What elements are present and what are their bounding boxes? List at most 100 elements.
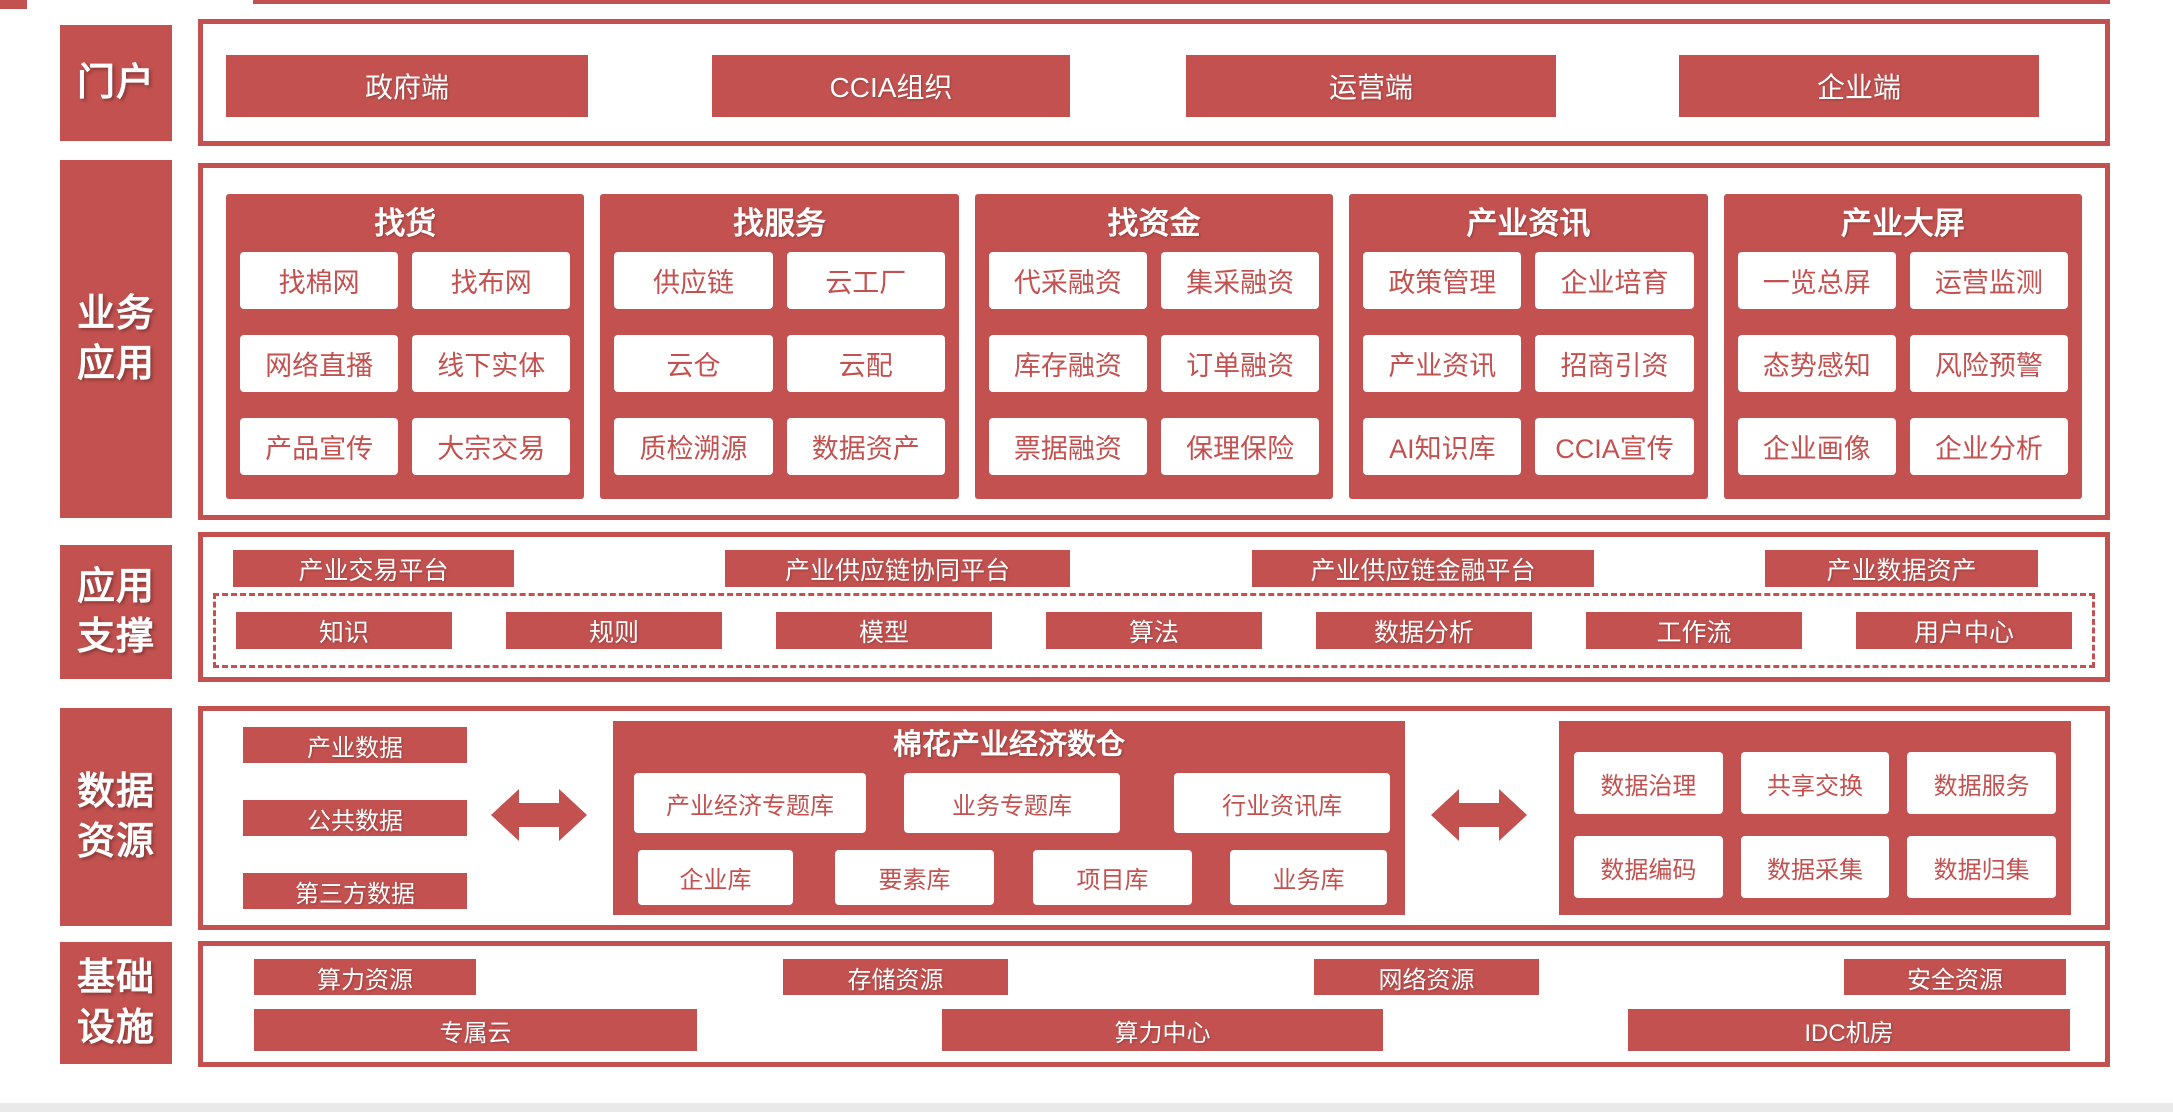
biz-item: 云配 bbox=[786, 335, 945, 392]
biz-item: 保理保险 bbox=[1161, 418, 1320, 475]
top-edge-line bbox=[253, 0, 2110, 4]
biz-item: 票据融资 bbox=[988, 418, 1148, 475]
column-find-services: 找服务 供应链 云工厂 云仓 云配 质检溯源 数据资产 bbox=[600, 194, 959, 499]
top-edge-fragment bbox=[0, 0, 27, 9]
biz-item: 产业资讯 bbox=[1363, 335, 1522, 392]
warehouse-topic-news: 行业资讯库 bbox=[1174, 773, 1390, 833]
capability-knowledge: 知识 bbox=[236, 612, 452, 649]
data-frame: 产业数据 公共数据 第三方数据 棉花产业经济数仓 产业经济专题库 业务专题库 行… bbox=[198, 706, 2110, 930]
biz-item: 数据资产 bbox=[786, 418, 945, 475]
infra-storage-resource: 存储资源 bbox=[783, 959, 1008, 995]
biz-item: 运营监测 bbox=[1909, 252, 2069, 309]
infra-security-resource: 安全资源 bbox=[1844, 959, 2066, 995]
warehouse-topic-economy: 产业经济专题库 bbox=[634, 773, 866, 833]
portal-frame: 政府端 CCIA组织 运营端 企业端 bbox=[198, 19, 2110, 146]
biz-item: 代采融资 bbox=[988, 252, 1148, 309]
column-title: 产业大屏 bbox=[1840, 206, 1965, 241]
column-grid: 代采融资 集采融资 库存融资 订单融资 票据融资 保理保险 bbox=[988, 252, 1320, 475]
biz-item: 找棉网 bbox=[240, 252, 399, 309]
business-columns: 找货 找棉网 找布网 网络直播 线下实体 产品宣传 大宗交易 找服务 供应链 云… bbox=[203, 168, 2105, 515]
capability-workflow: 工作流 bbox=[1586, 612, 1802, 649]
capability-data-analysis: 数据分析 bbox=[1316, 612, 1532, 649]
warehouse-db-enterprise: 企业库 bbox=[638, 850, 793, 905]
source-public-data: 公共数据 bbox=[243, 800, 467, 836]
biz-item: 产品宣传 bbox=[240, 418, 399, 475]
rail-support: 应用 支撑 bbox=[60, 545, 172, 679]
biz-item: 企业画像 bbox=[1737, 418, 1896, 475]
support-frame: 产业交易平台 产业供应链协同平台 产业供应链金融平台 产业数据资产 知识 规则 … bbox=[198, 532, 2110, 682]
column-industry-news: 产业资讯 政策管理 企业培育 产业资讯 招商引资 AI知识库 CCIA宣传 bbox=[1349, 194, 1708, 499]
warehouse-db-business: 业务库 bbox=[1230, 850, 1387, 905]
portal-ccia-block: CCIA组织 bbox=[712, 55, 1070, 117]
biz-item: 质检溯源 bbox=[614, 418, 773, 475]
biz-item: 订单融资 bbox=[1161, 335, 1320, 392]
biz-item: CCIA宣传 bbox=[1535, 418, 1694, 475]
bottom-divider bbox=[0, 1103, 2173, 1112]
platform-finance: 产业供应链金融平台 bbox=[1252, 550, 1594, 587]
rail-business: 业务 应用 bbox=[60, 160, 172, 518]
portal-operator-block: 运营端 bbox=[1186, 55, 1556, 117]
biz-item: 网络直播 bbox=[240, 335, 399, 392]
gov-data-service: 数据服务 bbox=[1907, 752, 2056, 814]
capability-user-center: 用户中心 bbox=[1856, 612, 2072, 649]
gov-data-encoding: 数据编码 bbox=[1574, 836, 1723, 898]
biz-item: 政策管理 bbox=[1363, 252, 1522, 309]
gov-data-collection: 数据采集 bbox=[1740, 836, 1890, 898]
column-find-goods: 找货 找棉网 找布网 网络直播 线下实体 产品宣传 大宗交易 bbox=[226, 194, 585, 499]
column-grid: 政策管理 企业培育 产业资讯 招商引资 AI知识库 CCIA宣传 bbox=[1363, 252, 1694, 475]
column-title: 找货 bbox=[374, 206, 437, 241]
portal-enterprise-block: 企业端 bbox=[1679, 55, 2039, 117]
biz-item: 线下实体 bbox=[412, 335, 571, 392]
rail-infrastructure: 基础 设施 bbox=[60, 942, 172, 1064]
biz-item: 一览总屏 bbox=[1737, 252, 1896, 309]
platform-data-asset: 产业数据资产 bbox=[1765, 550, 2038, 587]
business-frame: 找货 找棉网 找布网 网络直播 线下实体 产品宣传 大宗交易 找服务 供应链 云… bbox=[198, 163, 2110, 520]
capability-rules: 规则 bbox=[506, 612, 722, 649]
biz-item: 风险预警 bbox=[1909, 335, 2069, 392]
capability-dashed-box: 知识 规则 模型 算法 数据分析 工作流 用户中心 bbox=[213, 593, 2095, 668]
rail-portal: 门户 bbox=[60, 25, 172, 141]
biz-item: 大宗交易 bbox=[412, 418, 571, 475]
column-industry-dashboard: 产业大屏 一览总屏 运营监测 态势感知 风险预警 企业画像 企业分析 bbox=[1723, 194, 2083, 499]
biz-item: 招商引资 bbox=[1535, 335, 1694, 392]
warehouse-title: 棉花产业经济数仓 bbox=[892, 729, 1125, 761]
double-arrow-icon bbox=[491, 783, 587, 847]
infra-compute-resource: 算力资源 bbox=[254, 959, 476, 995]
column-find-funding: 找资金 代采融资 集采融资 库存融资 订单融资 票据融资 保理保险 bbox=[974, 194, 1334, 499]
platform-trading: 产业交易平台 bbox=[233, 550, 514, 587]
infra-idc-room: IDC机房 bbox=[1628, 1009, 2070, 1051]
capability-models: 模型 bbox=[776, 612, 992, 649]
platform-supply-chain: 产业供应链协同平台 bbox=[725, 550, 1070, 587]
column-title: 找资金 bbox=[1107, 206, 1201, 241]
infra-private-cloud: 专属云 bbox=[254, 1009, 697, 1051]
gov-data-governance: 数据治理 bbox=[1574, 752, 1723, 814]
biz-item: 库存融资 bbox=[988, 335, 1148, 392]
capability-algorithms: 算法 bbox=[1046, 612, 1262, 649]
biz-item: 集采融资 bbox=[1161, 252, 1320, 309]
rail-data: 数据 资源 bbox=[60, 708, 172, 926]
double-arrow-icon bbox=[1431, 783, 1527, 847]
biz-item: 找布网 bbox=[412, 252, 571, 309]
infra-compute-center: 算力中心 bbox=[942, 1009, 1383, 1051]
source-industry-data: 产业数据 bbox=[243, 727, 467, 763]
biz-item: 云工厂 bbox=[786, 252, 945, 309]
governance-box: 数据治理 共享交换 数据服务 数据编码 数据采集 数据归集 bbox=[1559, 721, 2071, 915]
biz-item: AI知识库 bbox=[1363, 418, 1522, 475]
column-grid: 供应链 云工厂 云仓 云配 质检溯源 数据资产 bbox=[614, 252, 945, 475]
warehouse-db-factor: 要素库 bbox=[835, 850, 994, 905]
biz-item: 云仓 bbox=[614, 335, 773, 392]
warehouse-box: 棉花产业经济数仓 产业经济专题库 业务专题库 行业资讯库 企业库 要素库 项目库… bbox=[613, 721, 1405, 915]
biz-item: 态势感知 bbox=[1737, 335, 1896, 392]
biz-item: 企业分析 bbox=[1909, 418, 2069, 475]
column-title: 找服务 bbox=[733, 206, 827, 241]
gov-share-exchange: 共享交换 bbox=[1740, 752, 1890, 814]
biz-item: 企业培育 bbox=[1535, 252, 1694, 309]
infra-network-resource: 网络资源 bbox=[1314, 959, 1539, 995]
portal-gov-block: 政府端 bbox=[226, 55, 588, 117]
source-third-party-data: 第三方数据 bbox=[243, 873, 467, 909]
warehouse-topic-business: 业务专题库 bbox=[904, 773, 1120, 833]
column-grid: 找棉网 找布网 网络直播 线下实体 产品宣传 大宗交易 bbox=[240, 252, 571, 475]
gov-data-aggregation: 数据归集 bbox=[1907, 836, 2056, 898]
column-title: 产业资讯 bbox=[1466, 206, 1591, 241]
column-grid: 一览总屏 运营监测 态势感知 风险预警 企业画像 企业分析 bbox=[1737, 252, 2069, 475]
